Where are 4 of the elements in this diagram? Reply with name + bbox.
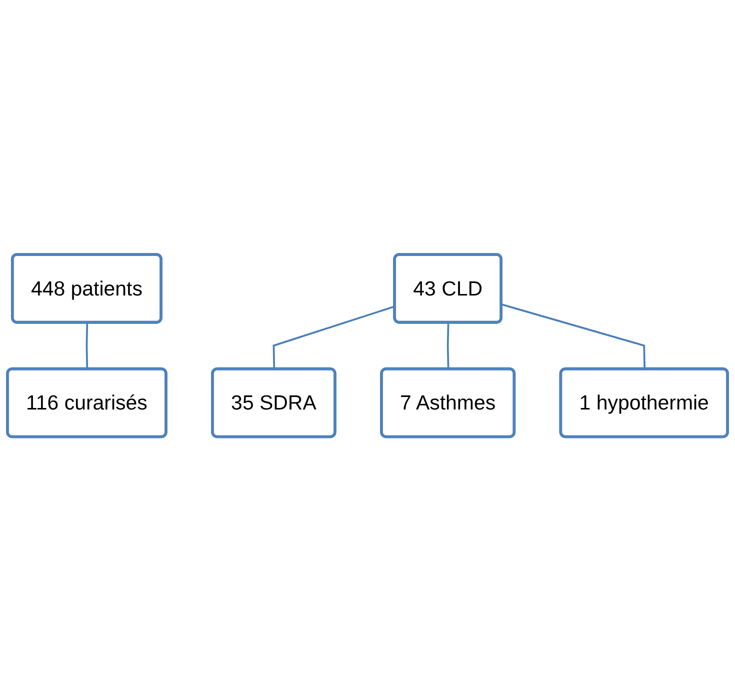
connector <box>272 306 396 370</box>
connector <box>446 323 450 370</box>
connector <box>86 323 88 370</box>
connector <box>501 304 646 370</box>
